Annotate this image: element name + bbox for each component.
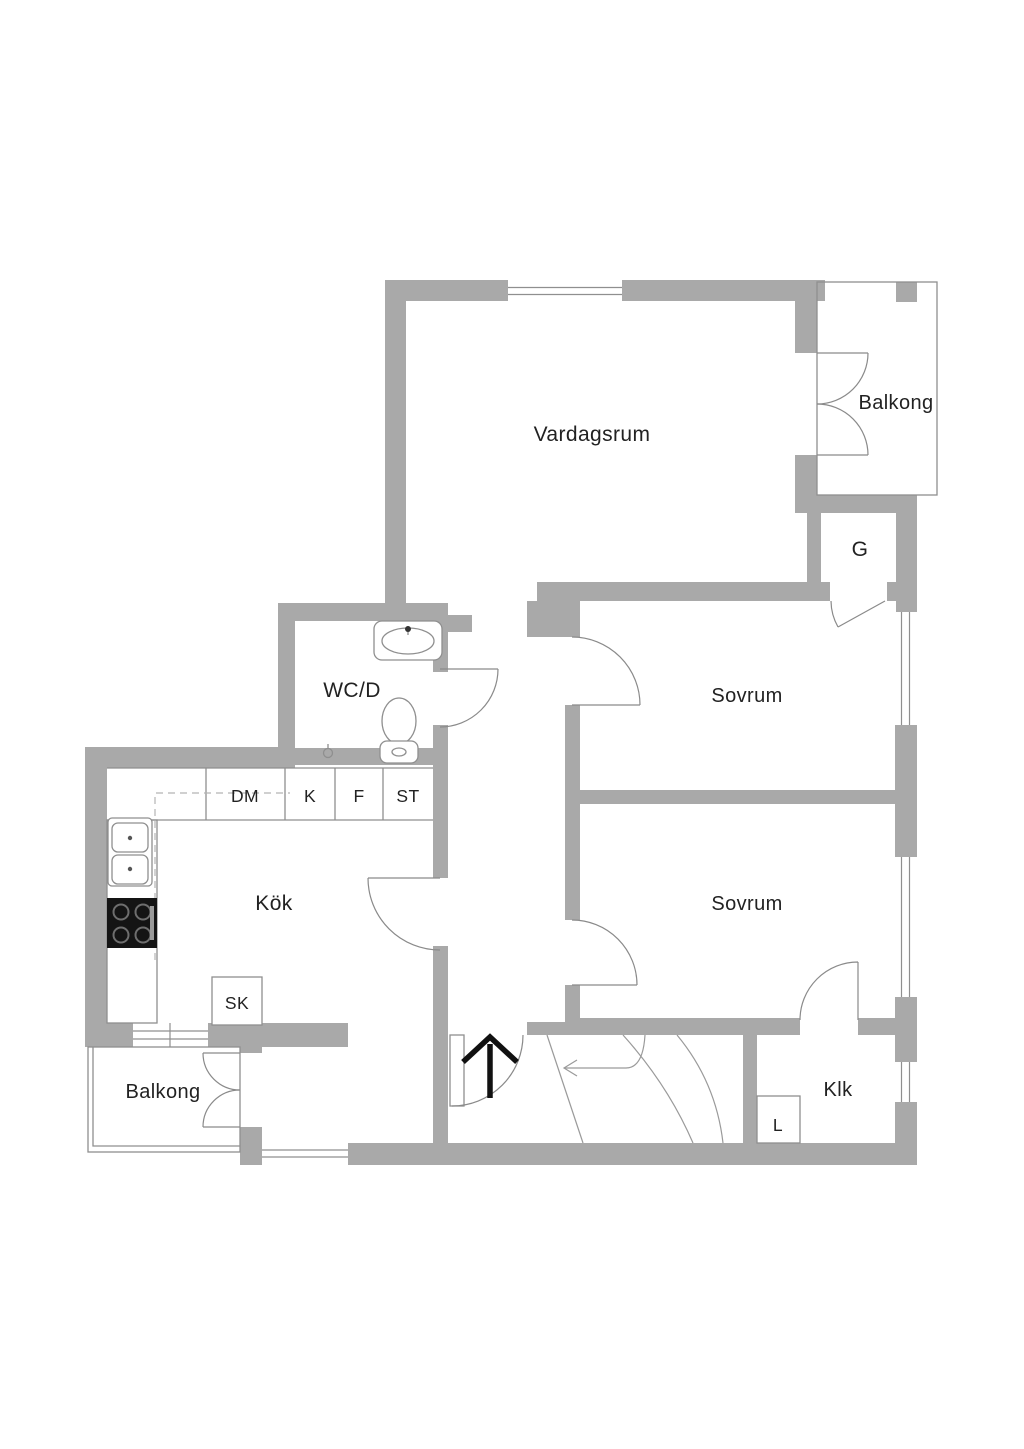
windows [133,280,917,1165]
counter-dashed-line [154,792,290,960]
label-balcony-top-right: Balkong [858,392,933,414]
french-doors-hall-balcony [202,1052,241,1128]
balcony-railing-top-right [816,281,938,496]
stair-direction-arrowhead [562,1059,578,1077]
door-bathroom [439,668,499,728]
label-balcony-bottom-left: Balkong [125,1081,200,1103]
floor-drain-icon [322,744,334,759]
door-kitchen [367,877,441,951]
entry-arrow-icon [461,1033,519,1098]
label-kitchen: Kök [255,892,292,915]
window-kitchen [133,1023,208,1047]
label-dishwasher: DM [231,786,259,806]
kitchen-fixtures [106,767,433,1026]
stairwell [546,1034,724,1144]
door-closet-g [830,600,886,628]
kitchen-cabinet-row [107,767,433,821]
door-entry [449,1034,524,1107]
label-closet-sk: SK [225,993,249,1013]
label-closet-g: G [852,538,869,561]
label-closet-l: L [773,1115,783,1135]
door-bedroom-bottom [571,919,638,986]
closet-sk-box [211,976,263,1026]
label-bedroom-bottom: Sovrum [711,893,782,915]
kitchen-sink-icon [107,817,153,887]
label-bathroom: WC/D [323,679,381,702]
balcony-railing-bottom-left [87,1046,241,1153]
door-bedroom-top [571,636,641,706]
window-klk [895,1062,917,1102]
label-walk-in-closet: Klk [824,1079,854,1101]
french-doors-living-room-balcony [816,352,869,456]
window-bedroom-bottom [895,857,917,997]
doors [202,352,886,1128]
walls [85,280,917,1165]
label-freezer: F [353,786,364,806]
stair-direction-line [565,1034,646,1069]
window-living-room-top [508,280,622,301]
labels: Vardagsrum Balkong G Sovrum Sovrum WC/D … [125,392,933,1135]
window-bedroom-top [895,612,917,725]
bathroom-fixtures [322,620,443,764]
stove-icon [107,898,157,948]
label-bedroom-top: Sovrum [711,685,782,707]
window-hall-bottom [262,1143,348,1165]
toilet-icon [379,697,419,764]
label-tall-cabinet: ST [396,786,419,806]
label-living-room: Vardagsrum [534,423,651,446]
door-klk [799,961,859,1021]
label-fridge: K [304,786,316,806]
closet-l-box [756,1095,801,1144]
bathroom-sink-icon [373,620,443,661]
